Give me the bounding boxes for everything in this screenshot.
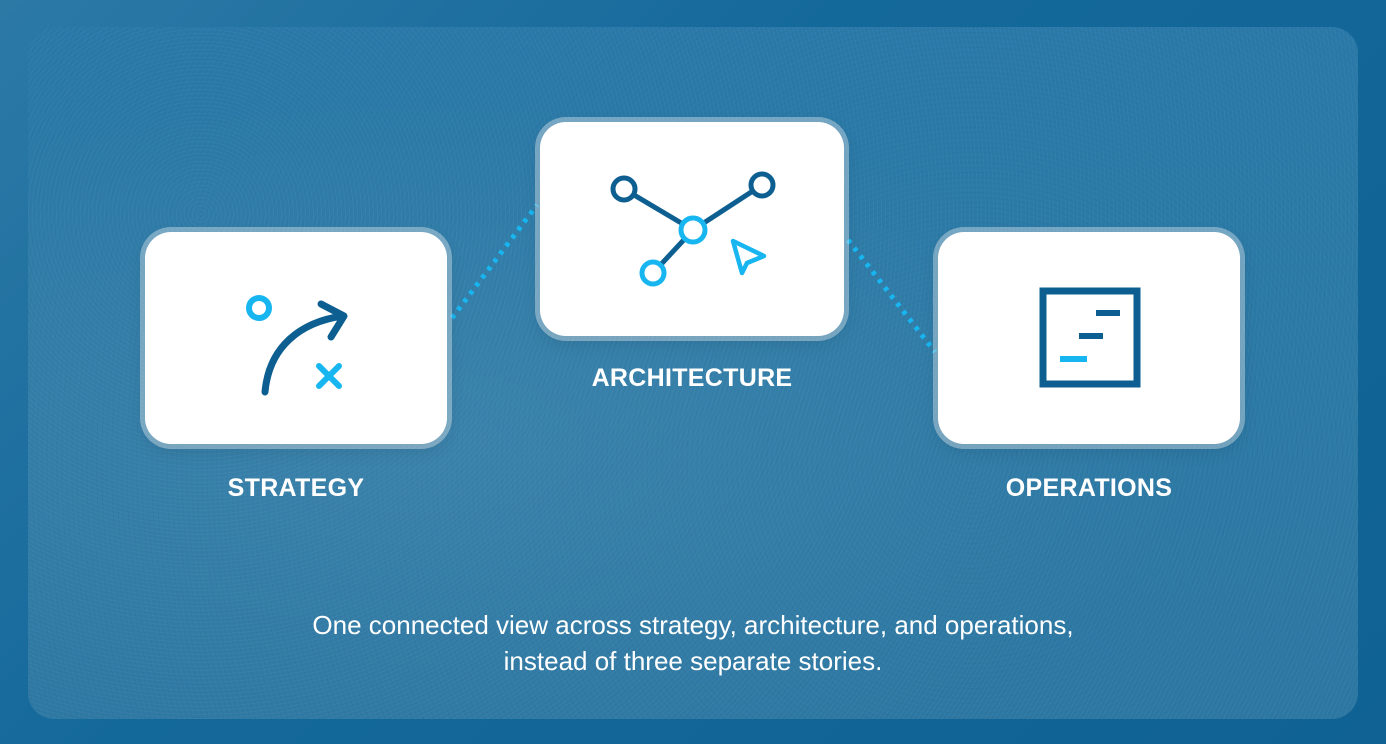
network-nodes-icon: [610, 171, 776, 287]
strategy-play-icon: [246, 295, 348, 396]
document-list-icon: [1039, 287, 1141, 388]
strategy-label: STRATEGY: [227, 474, 365, 502]
caption-line-2: instead of three separate stories.: [503, 646, 883, 676]
connector-architecture-operations: [846, 238, 937, 354]
architecture-label: ARCHITECTURE: [591, 364, 793, 392]
strategy-card: [145, 232, 447, 444]
connector-strategy-architecture: [450, 203, 539, 320]
caption-line-1: One connected view across strategy, arch…: [312, 610, 1074, 640]
operations-card: [938, 232, 1240, 444]
operations-label: OPERATIONS: [1005, 474, 1173, 502]
architecture-card: [540, 122, 844, 336]
caption: One connected view across strategy, arch…: [0, 607, 1386, 679]
